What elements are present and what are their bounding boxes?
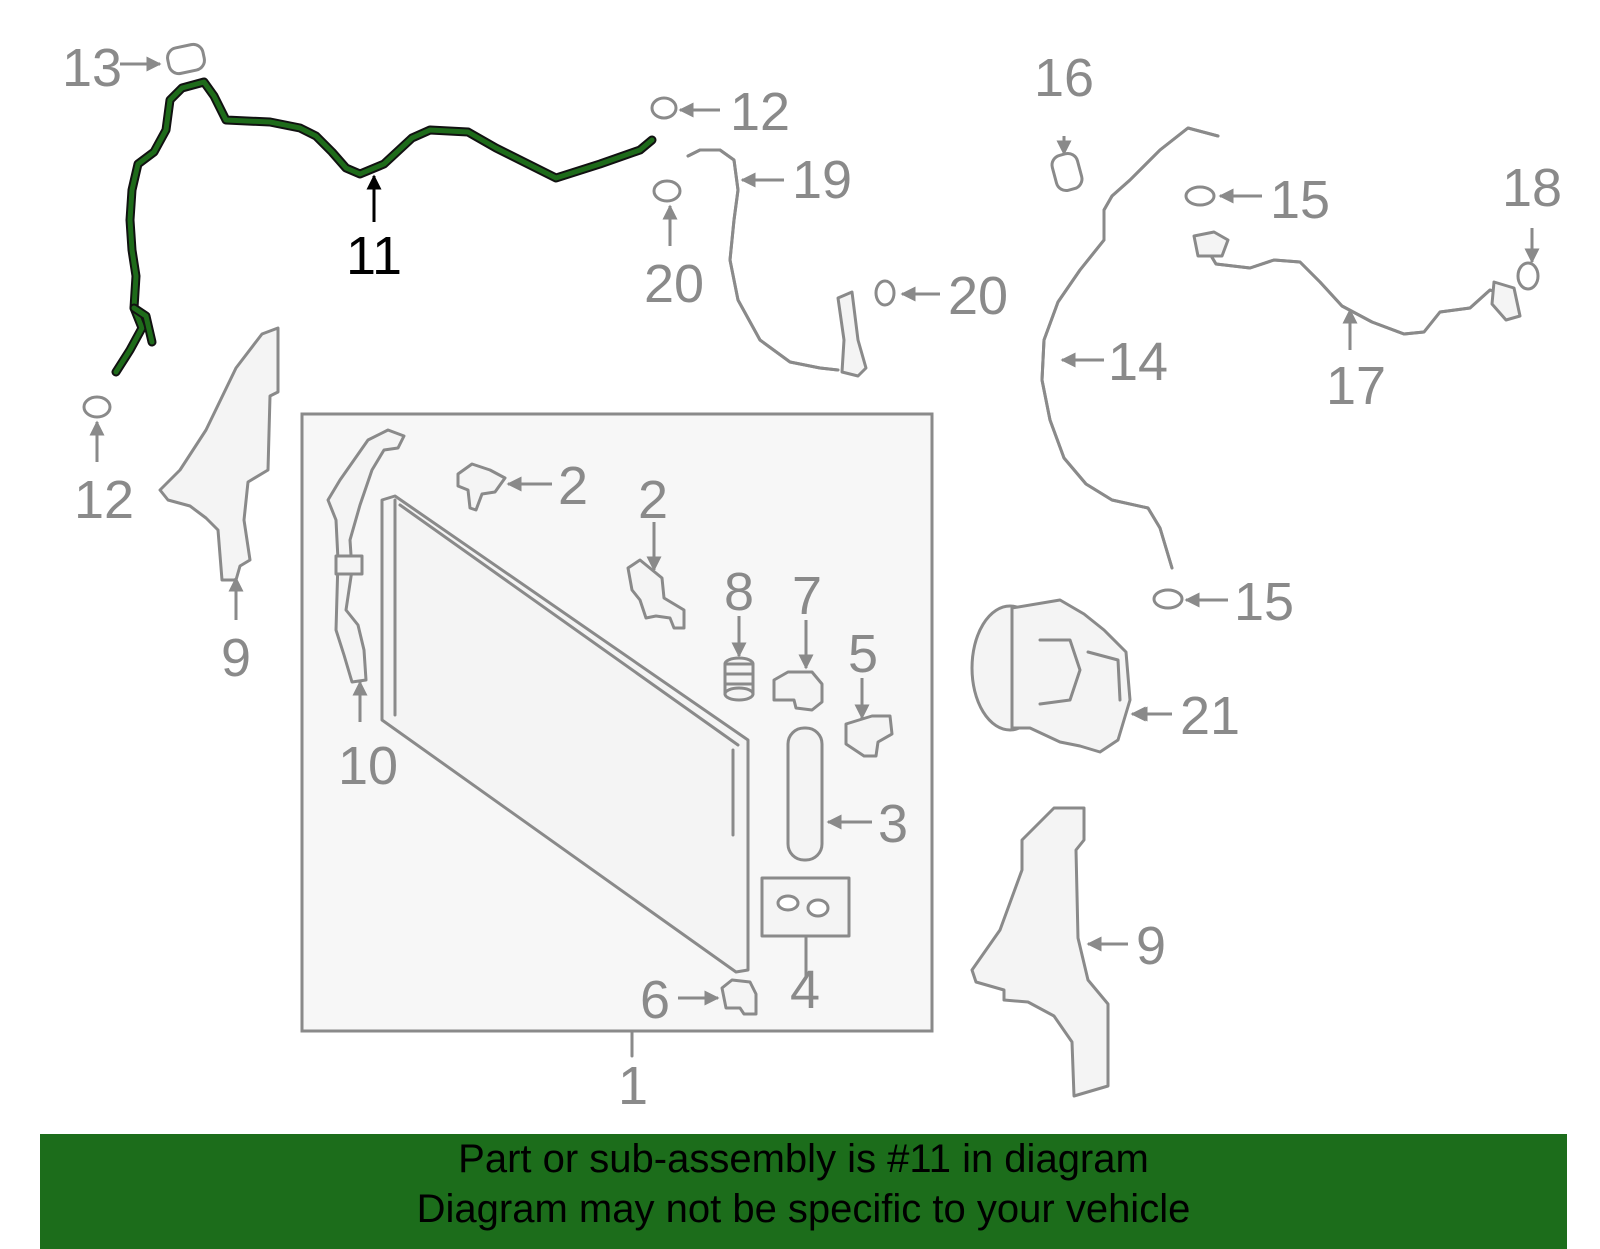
callout-3: 3 <box>878 794 908 854</box>
condenser-part-1[interactable] <box>380 494 750 974</box>
callout-20a: 20 <box>644 254 704 314</box>
callout-1: 1 <box>618 1056 648 1116</box>
info-banner: Part or sub-assembly is #11 in diagram D… <box>40 1134 1567 1249</box>
pipe-part-17[interactable] <box>1192 230 1522 336</box>
compressor-part-21[interactable] <box>970 598 1132 754</box>
callout-4: 4 <box>790 960 820 1020</box>
hose-part-19[interactable] <box>686 148 868 378</box>
banner-line-2: Diagram may not be specific to your vehi… <box>416 1187 1191 1231</box>
o-ring-part-18[interactable] <box>1516 261 1540 291</box>
callout-16: 16 <box>1034 48 1094 108</box>
cap-part-13[interactable] <box>166 42 207 76</box>
callout-11: 11 <box>346 226 402 286</box>
callout-7: 7 <box>792 566 822 626</box>
clip-part-6[interactable] <box>720 978 758 1016</box>
o-ring-part-12a[interactable] <box>650 96 678 120</box>
callout-18: 18 <box>1502 158 1562 218</box>
o-ring-part-20a[interactable] <box>652 179 682 203</box>
callout-labels: 13 11 12 19 20 20 12 9 2 2 8 7 5 10 3 4 … <box>62 38 1562 1116</box>
callout-13: 13 <box>62 38 122 98</box>
hose-part-14[interactable] <box>1040 126 1220 570</box>
o-ring-part-12b[interactable] <box>82 395 112 419</box>
banner-line-1: Part or sub-assembly is #11 in diagram <box>458 1137 1149 1181</box>
callout-2a: 2 <box>558 456 588 516</box>
callout-21: 21 <box>1180 686 1240 746</box>
leader-arrows <box>89 56 1540 1006</box>
callout-20b: 20 <box>948 266 1008 326</box>
clip-part-7[interactable] <box>772 670 824 712</box>
callout-9a: 9 <box>221 628 251 688</box>
drier-part-3[interactable] <box>786 726 824 862</box>
callout-9b: 9 <box>1136 916 1166 976</box>
callout-2b: 2 <box>638 470 668 530</box>
deflector-part-9b[interactable] <box>970 806 1110 1098</box>
parts-diagram: 13 11 12 19 20 20 12 9 2 2 8 7 5 10 3 4 … <box>62 38 1562 1116</box>
bracket-part-2a[interactable] <box>456 462 507 512</box>
cap-part-16[interactable] <box>1050 151 1084 193</box>
pipe-part-10[interactable] <box>326 428 406 684</box>
callout-12b: 12 <box>74 470 134 530</box>
deflector-part-9a[interactable] <box>158 326 280 582</box>
callout-17: 17 <box>1326 356 1386 416</box>
bushing-part-8[interactable] <box>723 656 755 702</box>
callout-5: 5 <box>848 624 878 684</box>
o-ring-part-20b[interactable] <box>874 279 896 307</box>
callout-10: 10 <box>338 736 398 796</box>
bracket-part-5[interactable] <box>844 714 894 758</box>
callout-14: 14 <box>1108 332 1168 392</box>
callout-8: 8 <box>724 562 754 622</box>
callout-12a: 12 <box>730 82 790 142</box>
callout-15a: 15 <box>1270 170 1330 230</box>
bracket-part-2b[interactable] <box>626 558 686 630</box>
callout-19: 19 <box>792 150 852 210</box>
callout-15b: 15 <box>1234 572 1294 632</box>
o-ring-part-15b[interactable] <box>1152 588 1184 610</box>
highlighted-hose-part-11[interactable] <box>111 77 657 377</box>
o-ring-part-15a[interactable] <box>1184 185 1216 207</box>
plate-part-4[interactable] <box>760 876 851 938</box>
callout-6: 6 <box>640 970 670 1030</box>
